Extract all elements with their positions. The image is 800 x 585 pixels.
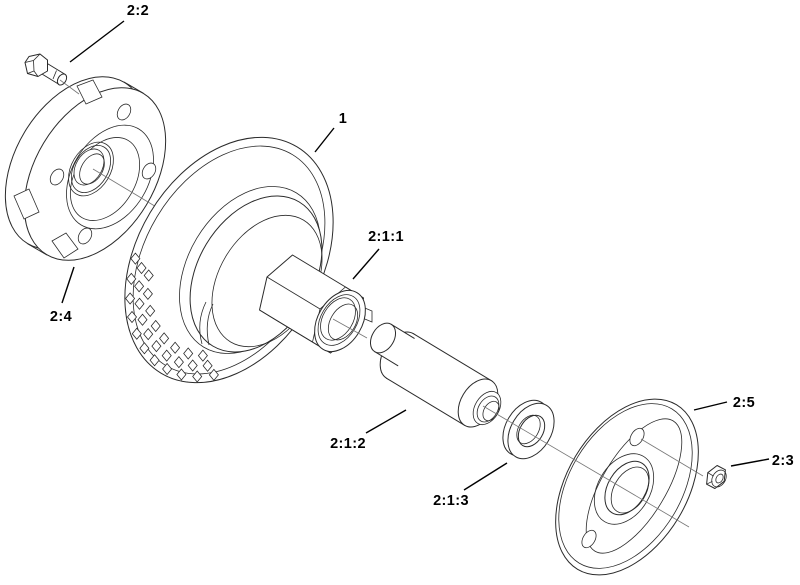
hex-hub-part — [259, 254, 373, 354]
bolt-axis-line-segment — [59, 79, 80, 95]
axis-centerline-segment — [482, 405, 690, 528]
leader-lines — [61, 20, 770, 491]
leader-line-2-5 — [693, 401, 728, 411]
washer-part — [502, 399, 555, 460]
hex-hub-edge — [259, 309, 313, 343]
leader-line-2-3 — [730, 458, 770, 467]
bolt-axis-line-segment — [640, 438, 704, 477]
callout-label-nut: 2:3 — [771, 453, 795, 469]
callout-label-bolt: 2:2 — [126, 3, 150, 19]
callout-label-axle-spacer: 2:1:2 — [330, 436, 366, 452]
axis-centerline-segment — [92, 168, 159, 209]
callout-label-left-wheel-half: 2:4 — [49, 309, 73, 325]
left-wheel-bearing-race — [70, 145, 112, 193]
leader-line-2-2 — [69, 20, 125, 63]
right-wheel-rim-lip — [558, 403, 693, 569]
washer-hole — [517, 414, 546, 448]
left-wheel-face-circle — [66, 124, 154, 230]
right-wheel-face-circle — [585, 418, 683, 554]
tread-diamond — [150, 319, 161, 333]
left-wheel-bolt-hole — [77, 227, 93, 245]
hex-hub-bore — [320, 297, 356, 341]
leader-line-2-1-3 — [463, 462, 508, 491]
tire-tread-pattern — [125, 252, 219, 383]
axle-spacer-part — [369, 322, 502, 428]
spacer-body-silhouette — [386, 333, 492, 426]
tread-diamond — [131, 327, 142, 340]
tread-diamond — [187, 359, 198, 372]
tire-bead-arc — [206, 303, 214, 346]
tread-diamond — [202, 359, 213, 372]
hex-hub-edge — [266, 276, 321, 310]
tread-diamond — [125, 292, 136, 305]
leader-line-1 — [314, 127, 335, 153]
nut-bore — [715, 473, 724, 484]
right-wheel-bore-inner — [610, 466, 650, 514]
bolt-head — [24, 53, 48, 77]
tread-diamond — [136, 261, 147, 275]
tread-diamond — [208, 368, 219, 382]
tread-diamond — [134, 280, 145, 293]
hex-hub-bore-inner — [327, 303, 359, 341]
nut-part — [706, 465, 727, 489]
tread-diamond — [183, 347, 194, 360]
tread-diamond — [151, 339, 162, 353]
tread-diamond — [192, 370, 203, 383]
tread-diamond — [149, 354, 160, 367]
left-wheel-rib-bottom — [51, 232, 79, 259]
tread-diamond — [145, 304, 156, 318]
hex-hub-ring-lip — [317, 294, 361, 346]
right-wheel-bolt-hole — [581, 529, 597, 549]
tread-diamond — [137, 313, 148, 326]
left-wheel-bore-inner — [79, 153, 105, 185]
tire-bead-arc — [199, 301, 207, 345]
callout-label-washer: 2:1:3 — [433, 493, 469, 509]
nut-body — [706, 465, 726, 489]
spacer-small-silhouette — [374, 323, 415, 367]
spacer-small-section — [374, 324, 415, 366]
tread-diamond — [197, 349, 208, 362]
bolt-part — [24, 53, 68, 86]
tread-diamond — [159, 332, 170, 345]
tread-diamond — [143, 269, 154, 282]
callout-label-hex-hub: 2:1:1 — [368, 229, 404, 245]
axis-centerline-segment — [332, 318, 368, 339]
tread-diamond — [162, 362, 173, 376]
tread-diamond — [139, 342, 150, 355]
tread-diamond — [142, 287, 153, 301]
tread-diamond — [130, 252, 141, 265]
tread-diamond — [161, 349, 172, 362]
right-wheel-bore — [604, 460, 650, 516]
bolt-head-facets — [24, 53, 41, 77]
tread-diamond — [134, 297, 145, 310]
left-wheel-half-part — [4, 76, 167, 261]
tread-diamond — [170, 341, 181, 354]
callout-label-right-wheel-half: 2:5 — [732, 395, 756, 411]
left-wheel-rib-left — [13, 188, 40, 220]
tread-diamond — [143, 327, 154, 341]
left-wheel-bolt-hole — [49, 168, 65, 186]
tread-diamond — [173, 355, 184, 369]
right-wheel-half-part — [555, 398, 699, 576]
leader-line-2-4 — [61, 266, 75, 304]
leader-line-2-1-1 — [352, 248, 380, 280]
tread-diamond — [176, 368, 187, 381]
bolt-thread-mark — [52, 70, 57, 80]
nut-chamfer-ring — [711, 469, 727, 488]
washer-hole-inner — [516, 414, 541, 445]
callout-label-tire: 1 — [338, 111, 348, 127]
left-wheel-rib-top — [76, 79, 103, 105]
left-wheel-bolt-hole — [141, 162, 157, 180]
spacer-cap — [369, 322, 397, 354]
leader-line-2-1-2 — [365, 409, 407, 434]
left-wheel-bolt-hole — [116, 103, 132, 121]
tread-diamond — [126, 310, 138, 324]
bolt-tip — [56, 73, 68, 86]
tread-diamond — [126, 272, 137, 286]
left-wheel-bearing-outer — [68, 141, 114, 197]
